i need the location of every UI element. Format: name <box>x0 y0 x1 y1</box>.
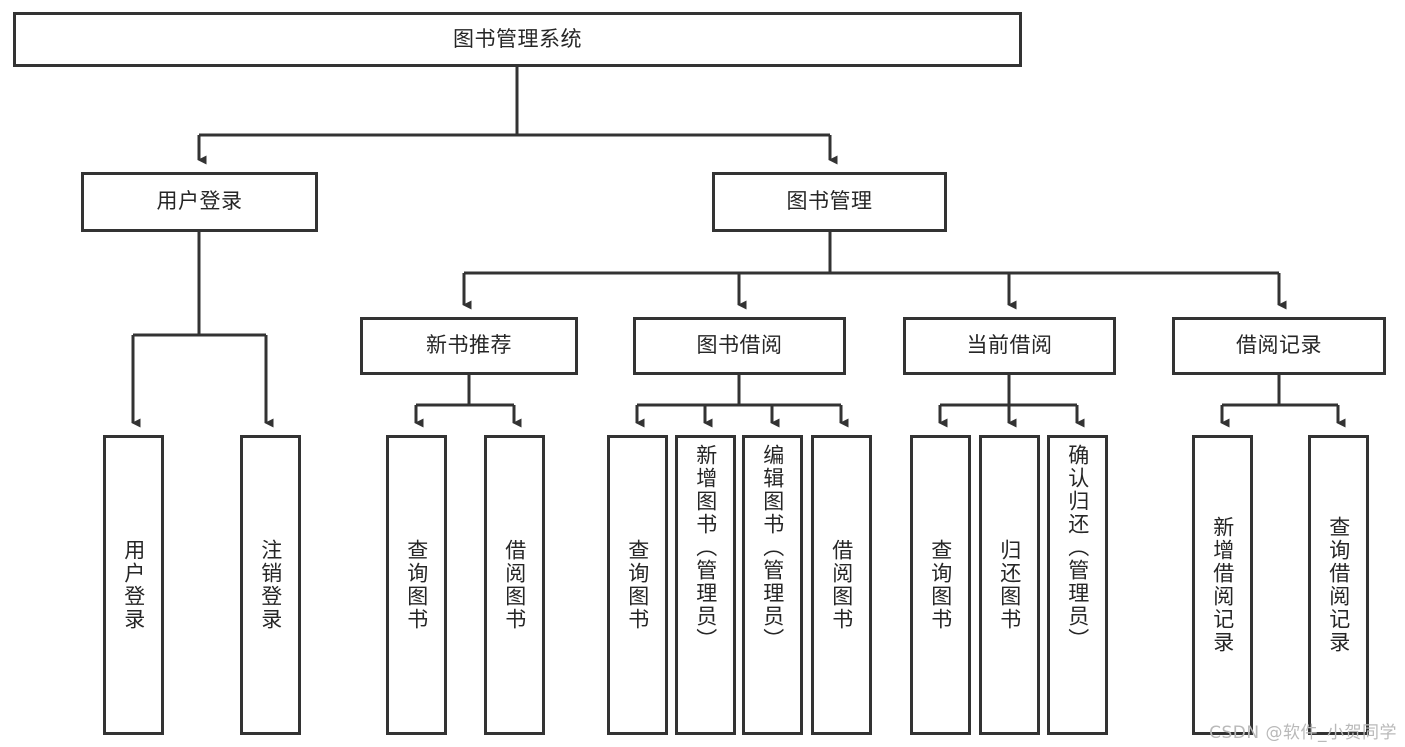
node-label: 新增图书（管理员） <box>693 444 718 651</box>
node-book-management[interactable]: 图书管理 <box>712 172 947 232</box>
leaf-user-login-login[interactable]: 用户登录 <box>103 435 164 735</box>
node-new-book-recommendation[interactable]: 新书推荐 <box>360 317 578 375</box>
node-label: 当前借阅 <box>966 333 1053 358</box>
leaf-book-borrow-borrow-books[interactable]: 借阅图书 <box>811 435 872 735</box>
node-label: 查询图书 <box>404 539 429 631</box>
leaf-current-borrow-query-books[interactable]: 查询图书 <box>910 435 971 735</box>
node-current-borrowing[interactable]: 当前借阅 <box>903 317 1116 375</box>
node-label: 新增借阅记录 <box>1210 516 1235 654</box>
leaf-user-login-logout[interactable]: 注销登录 <box>240 435 301 735</box>
node-label: 查询借阅记录 <box>1326 516 1351 654</box>
node-label: 新书推荐 <box>426 333 512 358</box>
node-label: 确认归还（管理员） <box>1065 444 1090 651</box>
leaf-new-book-borrow-books[interactable]: 借阅图书 <box>484 435 545 735</box>
node-label: 归还图书 <box>997 539 1022 631</box>
leaf-book-borrow-query-books[interactable]: 查询图书 <box>607 435 668 735</box>
leaf-new-book-query-books[interactable]: 查询图书 <box>386 435 447 735</box>
node-label: 编辑图书（管理员） <box>760 444 785 651</box>
node-label: 注销登录 <box>258 539 283 631</box>
node-label: 用户登录 <box>121 539 146 631</box>
leaf-book-borrow-add-book-admin[interactable]: 新增图书（管理员） <box>675 435 736 735</box>
leaf-borrow-record-add-record[interactable]: 新增借阅记录 <box>1192 435 1253 735</box>
leaf-current-borrow-confirm-return-admin[interactable]: 确认归还（管理员） <box>1047 435 1108 735</box>
node-label: 借阅图书 <box>829 539 854 631</box>
leaf-current-borrow-return-books[interactable]: 归还图书 <box>979 435 1040 735</box>
leaf-borrow-record-query-record[interactable]: 查询借阅记录 <box>1308 435 1369 735</box>
node-label: 查询图书 <box>625 539 650 631</box>
node-label: 查询图书 <box>928 539 953 631</box>
node-label: 图书管理 <box>786 189 873 214</box>
leaf-book-borrow-edit-book-admin[interactable]: 编辑图书（管理员） <box>742 435 803 735</box>
node-label: 图书管理系统 <box>453 26 582 51</box>
csdn-watermark: CSDN @软件_小贺同学 <box>1209 723 1397 743</box>
node-label: 借阅图书 <box>502 539 527 631</box>
node-label: 图书借阅 <box>696 333 783 358</box>
node-book-borrowing[interactable]: 图书借阅 <box>633 317 846 375</box>
node-label: 用户登录 <box>156 189 243 214</box>
node-root-book-management-system[interactable]: 图书管理系统 <box>13 12 1022 67</box>
node-label: 借阅记录 <box>1236 333 1322 358</box>
node-user-login[interactable]: 用户登录 <box>81 172 318 232</box>
node-borrow-records[interactable]: 借阅记录 <box>1172 317 1386 375</box>
